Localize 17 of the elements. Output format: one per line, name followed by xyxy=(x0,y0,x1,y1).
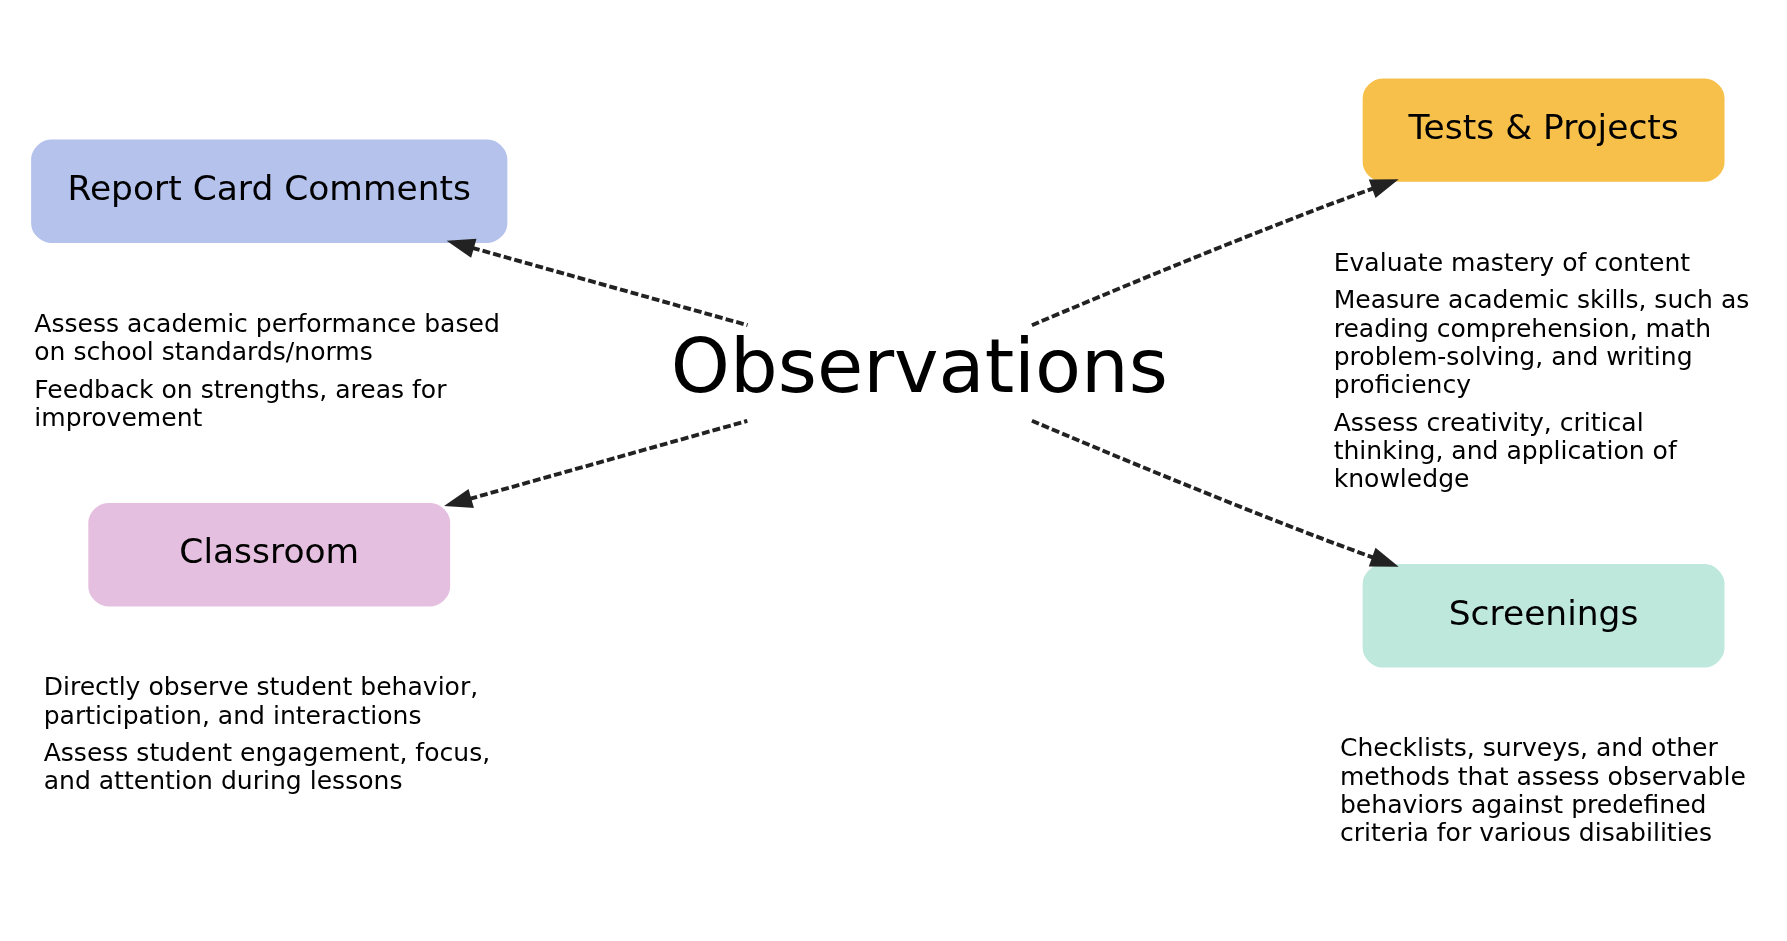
node-box: Tests & Projects xyxy=(1362,78,1725,182)
node-box: Screenings xyxy=(1362,564,1725,668)
node-label: Directly observe student behavior, participation, and interactions xyxy=(43,672,479,730)
arrow xyxy=(444,418,748,508)
node-label: Checklists, surveys, and other methods that assess observable behaviors against predefined criteria for various disabilities xyxy=(1339,733,1746,848)
node-label: Measure academic skills, such as reading comprehension, math problem-solving, and writing proficiency xyxy=(1333,285,1750,400)
node-text: Observations xyxy=(670,321,1168,410)
arrow xyxy=(446,238,749,328)
node-label: Assess academic performance based on school standards/norms xyxy=(34,308,500,367)
node-label: Feedback on strengths, areas for improvement xyxy=(34,374,447,432)
node-label: Evaluate mastery of content xyxy=(1333,247,1691,277)
node-label: Assess student engagement, focus, and attention during lessons xyxy=(43,738,491,796)
node-label: Assess creativity, critical thinking, and application of knowledge xyxy=(1333,407,1677,494)
arrow xyxy=(1031,418,1399,567)
node-box: Classroom xyxy=(88,503,451,607)
node-box: Report Card Comments xyxy=(31,139,508,243)
arrow xyxy=(1031,179,1399,327)
